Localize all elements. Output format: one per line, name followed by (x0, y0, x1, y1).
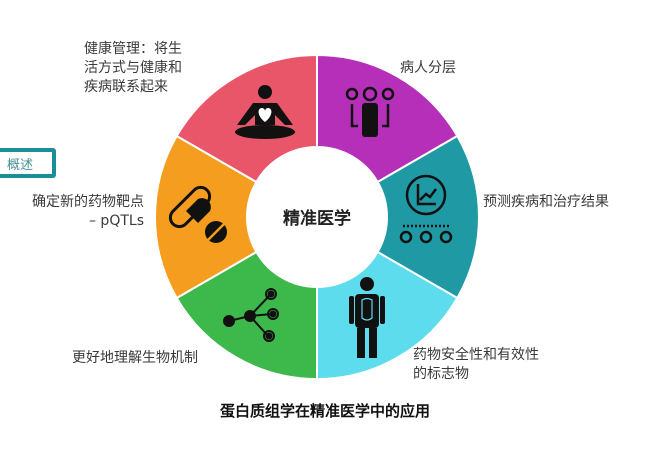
people-group-icon (345, 86, 395, 137)
human-body-organs-icon (349, 277, 385, 358)
label-biological-mechanisms: 更好地理解生物机制 (72, 350, 198, 366)
label-patient-stratification: 病人分层 (400, 60, 456, 76)
label-predict-outcomes: 预测疾病和治疗结果 (483, 194, 609, 210)
center-title: 精准医学 (283, 209, 351, 229)
network-nodes-icon (223, 288, 279, 342)
label-health-management: 健康管理：将生 活方式与健康和 疾病联系起来 (84, 41, 182, 95)
overview-tab-label: 概述 (7, 158, 34, 173)
label-drug-targets: 确定新的药物靶点 – pQTLs (32, 194, 144, 229)
label-drug-safety-markers: 药物安全性和有效性 的标志物 (413, 347, 539, 382)
overview-tab[interactable]: 概述 (0, 148, 56, 178)
pill-capsule-icon (168, 185, 227, 243)
meditation-heart-icon (235, 85, 295, 139)
figure-caption: 蛋白质组学在精准医学中的应用 (219, 402, 430, 420)
center-circle (247, 147, 387, 287)
prediction-chart-icon (399, 174, 453, 244)
